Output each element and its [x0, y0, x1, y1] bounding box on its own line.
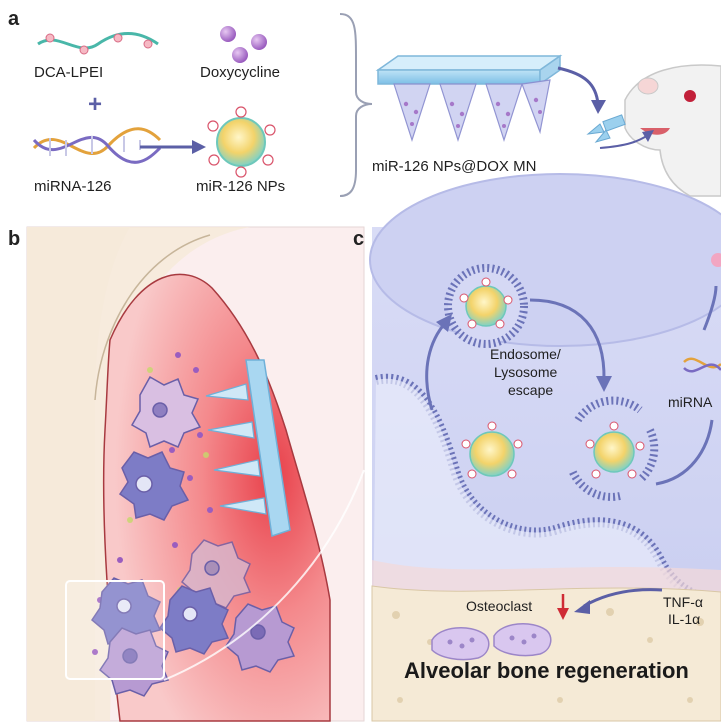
bone-osteoclasts [431, 623, 552, 661]
endosome-escape [568, 396, 659, 501]
label-escape-3: escape [508, 382, 554, 398]
nanoparticle-entering [461, 421, 523, 479]
label-osteoclast: Osteoclast [466, 598, 533, 614]
label-mirna-partial: miRNA [668, 394, 713, 410]
label-tnf-alpha: TNF-α [663, 594, 703, 610]
label-il-1-alpha: IL-1α [668, 611, 701, 627]
label-alveolar-bone-regeneration: Alveolar bone regeneration [404, 658, 689, 683]
osteoclast-cells [91, 375, 296, 697]
doxycycline-sphere [232, 47, 248, 63]
label-dca-lpei: DCA-LPEI [34, 64, 104, 81]
label-mirna-126: miRNA-126 [34, 178, 112, 195]
nanoparticle [216, 117, 266, 167]
label-escape-2: Lysosome [494, 364, 558, 380]
mirna-helix [32, 127, 162, 164]
gum-microneedle-patch [205, 359, 291, 537]
panel-label-c: c [353, 228, 365, 250]
microneedle-patch [375, 54, 563, 142]
plus-sign: + [88, 91, 103, 118]
endosome [444, 264, 528, 348]
doxycycline-sphere [251, 34, 267, 50]
panel-a-brace [339, 13, 373, 197]
doxycycline-sphere [220, 26, 236, 42]
label-escape-1: Endosome/ [490, 346, 561, 362]
panel-label-a: a [8, 8, 20, 30]
label-microneedle: miR-126 NPs@DOX MN [372, 158, 537, 175]
panel-label-b: b [8, 228, 21, 250]
label-mir-126-nps: miR-126 NPs [196, 178, 286, 195]
mirna-fragment [683, 357, 721, 373]
mouse-illustration [586, 64, 721, 197]
polymer-chain [37, 32, 159, 50]
zoom-box [65, 580, 165, 680]
label-doxycycline: Doxycycline [200, 64, 281, 81]
